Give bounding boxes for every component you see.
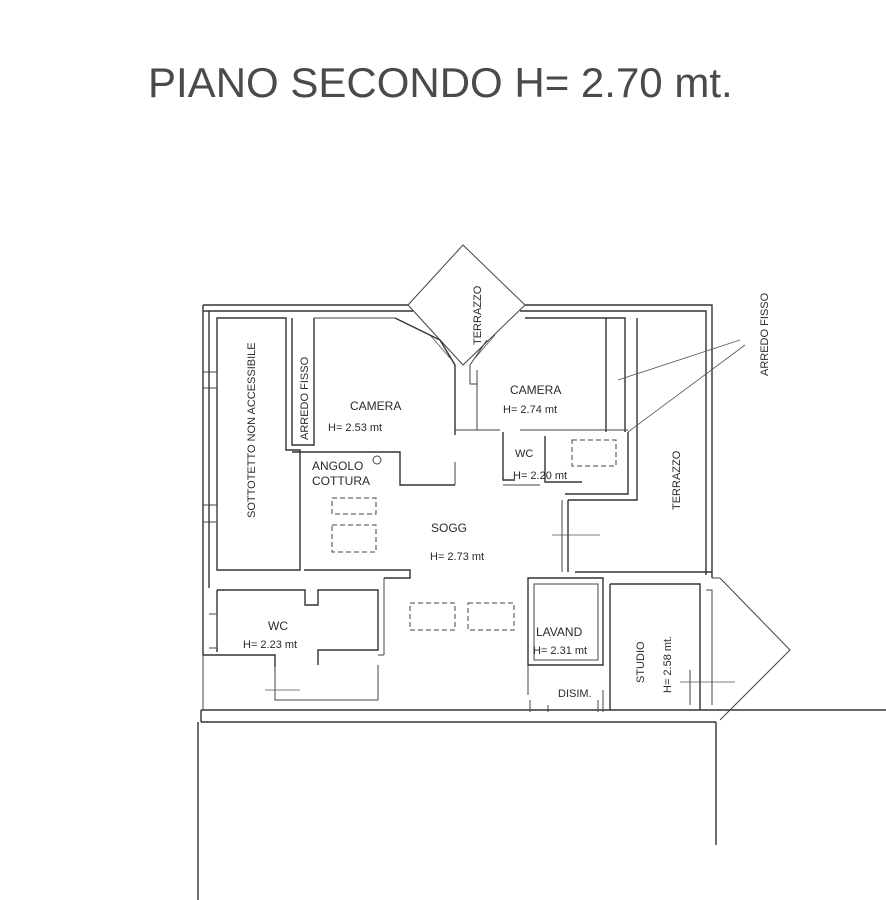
arredo-leader-lines [617, 339, 746, 433]
label-terrazzo-right: TERRAZZO [671, 450, 683, 510]
label-arredo-fisso-right: ARREDO FISSO [759, 292, 771, 376]
study-walls [609, 583, 735, 710]
label-angolo: ANGOLO [312, 459, 363, 473]
hallway-walls [529, 690, 604, 712]
label-camera-left-height: H= 2.53 mt [328, 422, 382, 434]
label-lavand: LAVAND [536, 625, 583, 639]
terrace-top [407, 244, 526, 366]
plan-title: PIANO SECONDO H= 2.70 mt. [148, 59, 733, 106]
label-studio-height: H= 2.58 mt. [662, 636, 674, 693]
projection-right [712, 577, 791, 721]
laundry-walls [527, 577, 604, 695]
terrace-right-walls [552, 318, 712, 573]
label-lavand-height: H= 2.31 mt [533, 645, 587, 657]
label-studio: STUDIO [635, 641, 647, 683]
fixed-furniture-left [291, 317, 395, 446]
attic-walls [203, 317, 301, 571]
outer-walls [197, 304, 886, 900]
label-wc-bottom: WC [268, 619, 288, 633]
label-sogg: SOGG [431, 521, 467, 535]
label-sottotetto: SOTTOTETTO NON ACCESSIBILE [246, 342, 258, 518]
label-terrazzo-top: TERRAZZO [472, 285, 484, 345]
label-disim: DISIM. [558, 688, 592, 700]
label-wc-bottom-height: H= 2.23 mt [243, 639, 297, 651]
label-wc-top: WC [515, 448, 533, 460]
wc-bottom-walls [202, 578, 385, 710]
label-cottura: COTTURA [312, 474, 370, 488]
label-camera-left: CAMERA [350, 399, 401, 413]
bedroom-right-walls [469, 317, 628, 432]
label-wc-top-height: H= 2.20 mt [513, 470, 567, 482]
living-room-walls [304, 497, 515, 631]
label-sogg-height: H= 2.73 mt [430, 551, 484, 563]
wc-top-walls [502, 432, 629, 495]
label-camera-right: CAMERA [510, 383, 561, 397]
bedroom-left-walls [292, 317, 480, 486]
room-labels: SOTTOTETTO NON ACCESSIBILE ARREDO FISSO … [243, 285, 771, 700]
label-arredo-fisso-left: ARREDO FISSO [299, 356, 311, 440]
label-camera-right-height: H= 2.74 mt [503, 404, 557, 416]
